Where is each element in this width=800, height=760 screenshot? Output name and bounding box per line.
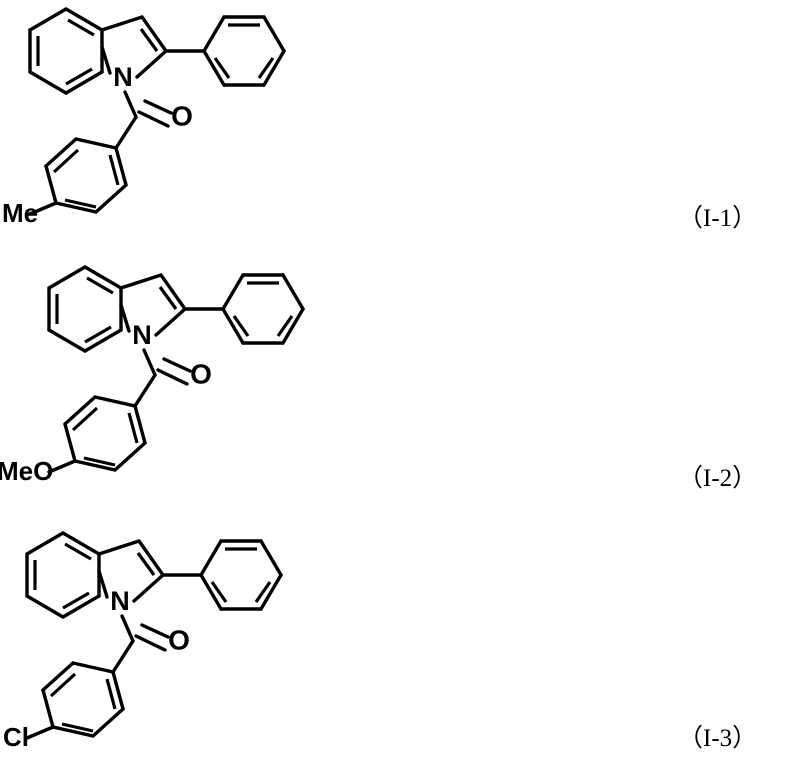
indole-benzo-ring — [25, 531, 101, 619]
para-substituent-label: Me — [2, 198, 38, 228]
formula-label-I-3: （I-3） — [678, 725, 758, 752]
indole-benzo-ring — [47, 265, 123, 353]
carbonyl-group — [133, 348, 192, 408]
structure-I-3: N — [0, 510, 800, 760]
formula-label-I-1: （I-1） — [678, 205, 758, 232]
structure-I-2: N — [0, 250, 800, 510]
indole-benzo-ring — [28, 7, 104, 95]
indole-pyrrole-ring — [119, 273, 187, 337]
para-substituent-label: MeO — [0, 456, 53, 486]
phenyl-ring — [164, 15, 286, 87]
oxygen-label: O — [168, 624, 190, 655]
structure-I-3-drawing: N — [3, 531, 283, 752]
indole-pyrrole-ring — [97, 539, 165, 603]
oxygen-label: O — [190, 358, 212, 389]
nitrogen-label: N — [132, 320, 152, 350]
aroyl-aryl-ring — [41, 661, 125, 738]
structure-I-2-drawing: N — [0, 265, 305, 486]
aroyl-aryl-ring — [63, 395, 147, 472]
indole-pyrrole-ring — [100, 15, 168, 79]
nitrogen-label: N — [113, 62, 133, 92]
chloro-bond — [25, 725, 55, 740]
aroyl-aryl-ring — [44, 137, 128, 214]
para-substituent-label: Cl — [3, 722, 29, 752]
methyl-bond — [28, 201, 58, 216]
carbonyl-group — [114, 90, 173, 150]
phenyl-ring — [183, 273, 305, 345]
formula-label-I-2: （I-2） — [678, 465, 758, 492]
structure-I-1-drawing: N — [2, 7, 286, 228]
phenyl-ring — [161, 539, 283, 611]
structure-I-1: N — [0, 0, 800, 250]
carbonyl-group — [111, 614, 170, 674]
methoxy-bond — [47, 459, 77, 474]
nitrogen-label: N — [110, 586, 130, 616]
oxygen-label: O — [171, 100, 193, 131]
